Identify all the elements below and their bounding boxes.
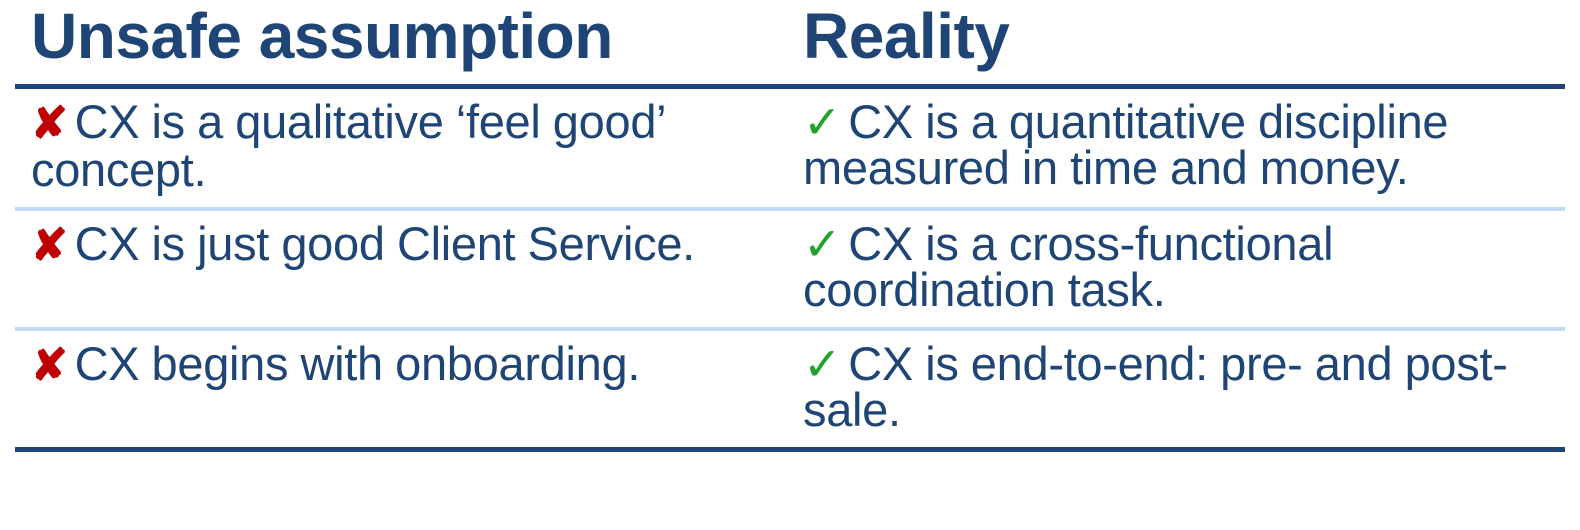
table-row: ✘CX is a qualitative ‘feel good’ concept… [15,86,1565,211]
reality-text-1: ✓CX is a quantitative discipline measure… [803,96,1551,191]
table-row: ✘CX is just good Client Service. ✓CX is … [15,209,1565,331]
assumption-text-1: ✘CX is a qualitative ‘feel good’ concept… [31,98,771,193]
table-header-row: Unsafe assumption Reality [15,0,1565,89]
reality-cell-1: ✓CX is a quantitative discipline measure… [785,86,1565,211]
table-header: Unsafe assumption Reality [15,0,1565,89]
assumption-label-2: CX is just good Client Service. [74,217,696,270]
column-header-reality-label: Reality [803,0,1010,72]
cross-mark-icon: ✘ [31,341,68,390]
column-header-reality: Reality [785,0,1565,89]
table-row: ✘CX begins with onboarding. ✓CX is end-t… [15,329,1565,452]
reality-label-2: CX is a cross-functional coordination ta… [803,217,1334,316]
assumption-cell-2: ✘CX is just good Client Service. [15,209,785,331]
reality-cell-2: ✓CX is a cross-functional coordination t… [785,209,1565,331]
cross-mark-icon: ✘ [31,99,68,148]
cross-mark-icon: ✘ [31,221,68,270]
reality-cell-3: ✓CX is end-to-end: pre- and post-sale. [785,329,1565,452]
assumption-text-2: ✘CX is just good Client Service. [31,220,771,270]
check-mark-icon: ✓ [803,218,842,270]
check-mark-icon: ✓ [803,96,842,148]
reality-text-3: ✓CX is end-to-end: pre- and post-sale. [803,338,1551,433]
assumption-label-1: CX is a qualitative ‘feel good’ concept. [31,95,665,196]
check-mark-icon: ✓ [803,338,842,390]
assumption-cell-1: ✘CX is a qualitative ‘feel good’ concept… [15,86,785,211]
assumption-vs-reality-table: Unsafe assumption Reality ✘CX is a quali… [15,0,1565,452]
reality-text-2: ✓CX is a cross-functional coordination t… [803,218,1551,313]
column-header-unsafe-assumption-label: Unsafe assumption [31,0,613,72]
table-body: ✘CX is a qualitative ‘feel good’ concept… [15,86,1565,452]
assumption-label-3: CX begins with onboarding. [74,337,641,390]
column-header-unsafe-assumption: Unsafe assumption [15,0,785,89]
reality-label-3: CX is end-to-end: pre- and post-sale. [803,337,1508,436]
assumption-cell-3: ✘CX begins with onboarding. [15,329,785,452]
reality-label-1: CX is a quantitative discipline measured… [803,95,1449,194]
assumption-text-3: ✘CX begins with onboarding. [31,340,771,390]
